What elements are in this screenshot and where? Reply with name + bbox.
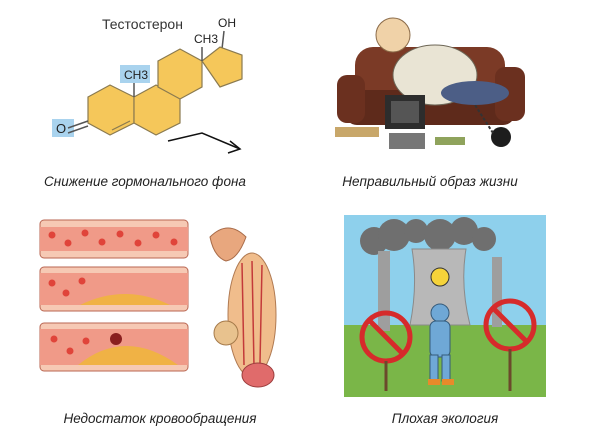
poor-circulation-illustration [39,219,277,388]
unhealthy-lifestyle-illustration [335,17,525,149]
bad-ecology-illustration [344,215,546,397]
tv-stand [389,133,425,149]
ban-sign-right [483,298,537,391]
chimney-left [378,251,390,331]
caption-bad-ecology: Плохая экология [391,411,499,426]
caption-hormone-decline: Снижение гормонального фона [44,174,246,189]
methyl-label-top: CH3 [194,32,218,46]
ketone-bond [67,120,89,129]
ketone-bond-2 [67,125,89,134]
decrease-arrow [167,132,241,150]
anatomy-testicle [213,320,239,346]
cooling-tower [409,248,471,326]
ring-c [157,48,203,100]
smoke-clouds [360,217,496,255]
clot [110,333,122,345]
methyl-highlight [120,65,150,83]
ball-and-chain [491,127,511,147]
sofa-arm-left [337,75,365,123]
plaque-large [78,346,178,365]
plaque-small [80,294,170,305]
vessel-healthy-lumen [40,227,188,251]
chimney-right [492,257,502,327]
methyl-label-left: CH3 [124,68,148,82]
ban-sign-left [359,310,413,391]
testosterone-molecule-diagram: Тестостерон OH O CH3 CH3 [52,16,243,154]
chain [474,104,494,134]
ring-a [87,84,135,136]
blood-cells [48,229,178,355]
man-head [375,17,411,53]
hydroxyl-label: OH [218,16,236,30]
ring-b [133,84,181,136]
anatomy-glans [241,362,275,388]
anatomy-bladder [209,227,247,262]
ketone-oxygen-label: O [56,121,66,136]
double-bond-a [111,120,131,131]
decrease-arrowhead [227,140,242,154]
floor-clutter-2 [435,137,465,145]
caption-poor-circulation: Недостаток кровообращения [63,411,257,426]
oh-bond [221,30,225,50]
caption-unhealthy-lifestyle: Неправильный образ жизни [342,174,518,189]
hazmat-person [428,303,454,385]
ring-d [201,46,243,88]
man-legs [441,81,509,105]
anatomy-vessels [241,260,263,368]
tv-screen [391,101,419,123]
sofa-arm-right [495,67,525,121]
radiation-sign [430,267,450,287]
floor-clutter [335,127,379,137]
molecule-title: Тестостерон [102,16,183,32]
